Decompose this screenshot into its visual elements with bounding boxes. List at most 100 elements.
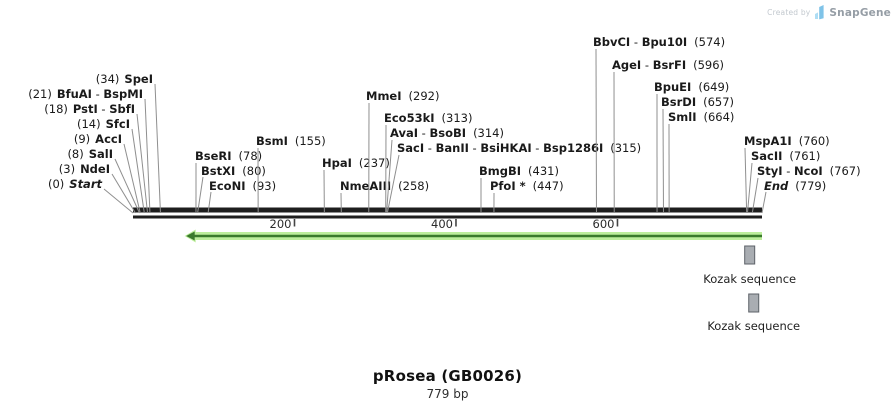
site-position: (258) xyxy=(398,179,429,193)
restriction-site-label: SacII (761) xyxy=(751,149,820,163)
sequence-bar-bottom xyxy=(133,215,762,219)
site-position: (761) xyxy=(789,149,820,163)
site-name: SbfI xyxy=(109,102,135,116)
restriction-site-label: (21)BfuAI - BspMI xyxy=(28,87,143,101)
site-position: (0) xyxy=(48,177,64,191)
title-block: pRosea (GB0026) 779 bp xyxy=(0,367,895,401)
site-leader-line xyxy=(131,128,145,214)
site-position: (314) xyxy=(473,126,504,140)
restriction-site-label: (18) PstI - SbfI xyxy=(44,102,135,116)
watermark-created-by: Created by xyxy=(767,8,811,17)
restriction-site-label: BstXI(80) xyxy=(201,164,266,178)
restriction-site-label: StyI - NcoI(767) xyxy=(757,164,861,178)
restriction-site-label: NmeAIII (258) xyxy=(340,179,429,193)
restriction-site-label: (9)AccI xyxy=(74,132,122,146)
site-name: MmeI xyxy=(366,89,402,103)
restriction-site-label: AvaI - BsoBI(314) xyxy=(390,126,504,140)
site-name: MspA1I xyxy=(744,134,792,148)
site-name: BsoBI xyxy=(430,126,467,140)
site-position: (93) xyxy=(252,179,276,193)
watermark-brand: SnapGene xyxy=(829,6,891,19)
site-name: BspMI xyxy=(103,87,143,101)
site-position: - xyxy=(92,87,103,101)
site-position: (3) xyxy=(59,162,75,176)
site-position: (315) xyxy=(610,141,641,155)
ruler-tick-label: 200 xyxy=(270,217,292,231)
site-leader-line xyxy=(154,83,161,214)
restriction-site-label: PfoI * (447) xyxy=(490,179,564,193)
site-name: AvaI xyxy=(390,126,418,140)
site-position: (80) xyxy=(242,164,266,178)
site-name: BmgBI xyxy=(479,164,521,178)
feature-arrow-head-inner xyxy=(186,231,195,241)
restriction-site-label: EcoNI(93) xyxy=(209,179,276,193)
site-name: BsrFI xyxy=(653,58,686,72)
restriction-site-label: BsrDI(657) xyxy=(661,95,734,109)
site-name: SfcI xyxy=(106,117,130,131)
site-name: PfoI * xyxy=(490,179,526,193)
site-position: (313) xyxy=(442,111,473,125)
site-name: BpuEI xyxy=(654,80,691,94)
site-position: (8) xyxy=(67,147,83,161)
site-position: (596) xyxy=(693,58,724,72)
site-position: (18) xyxy=(44,102,68,116)
site-name: Bsp1286I xyxy=(543,141,603,155)
site-position: (14) xyxy=(77,117,101,131)
site-leader-line xyxy=(746,162,753,214)
ruler-tick-label: 400 xyxy=(431,217,453,231)
site-leader-line xyxy=(744,147,748,214)
site-leader-line xyxy=(111,173,136,214)
restriction-site-label: SacI - BanII - BsiHKAI - Bsp1286I(315) xyxy=(397,141,641,155)
site-name: Eco53kI xyxy=(384,111,435,125)
site-leader-line xyxy=(386,154,400,214)
site-position: (779) xyxy=(795,179,826,193)
site-name: End xyxy=(764,179,789,193)
site-leader-line xyxy=(103,188,134,214)
site-position: - xyxy=(641,58,652,72)
site-position: (760) xyxy=(799,134,830,148)
watermark: Created by SnapGene xyxy=(767,5,891,20)
restriction-site-label: (34)SpeI xyxy=(96,72,153,86)
site-name: SacII xyxy=(751,149,782,163)
site-position: (574) xyxy=(694,35,725,49)
site-name: NmeAIII xyxy=(340,179,391,193)
feature-label: Kozak sequence xyxy=(703,272,796,286)
site-name: Bpu10I xyxy=(642,35,687,49)
restriction-site-label: BpuEI (649) xyxy=(654,80,729,94)
site-position: (34) xyxy=(96,72,120,86)
site-name: BseRI xyxy=(195,149,232,163)
site-position: (21) xyxy=(28,87,52,101)
site-position: (155) xyxy=(295,134,326,148)
site-position: (237) xyxy=(359,156,390,170)
site-position: (292) xyxy=(409,89,440,103)
site-position: - xyxy=(532,141,543,155)
site-position: - xyxy=(98,102,109,116)
site-leader-line xyxy=(136,113,149,214)
feature-box xyxy=(748,293,760,313)
restriction-site-label: SmlI(664) xyxy=(668,110,734,124)
site-leader-line xyxy=(123,143,141,214)
feature-box xyxy=(744,245,756,265)
site-leader-line xyxy=(386,139,393,214)
site-position: (9) xyxy=(74,132,90,146)
site-name: BsrDI xyxy=(661,95,696,109)
site-name: PstI xyxy=(73,102,98,116)
site-position: (431) xyxy=(528,164,559,178)
site-position: (649) xyxy=(698,80,729,94)
site-name: NdeI xyxy=(80,162,110,176)
restriction-site-label: BbvCI - Bpu10I(574) xyxy=(593,35,725,49)
site-name: BbvCI xyxy=(593,35,630,49)
restriction-site-label: MmeI (292) xyxy=(366,89,439,103)
restriction-site-label: BsmI(155) xyxy=(256,134,326,148)
site-name: SalI xyxy=(89,147,113,161)
restriction-site-label: BmgBI (431) xyxy=(479,164,559,178)
restriction-site-label: (14) SfcI xyxy=(77,117,130,131)
restriction-site-label: End (779) xyxy=(764,179,826,193)
restriction-site-label: MspA1I (760) xyxy=(744,134,830,148)
site-name: BsiHKAI xyxy=(480,141,531,155)
site-position: (447) xyxy=(533,179,564,193)
site-position: (664) xyxy=(704,110,735,124)
restriction-site-label: HpaI(237) xyxy=(322,156,390,170)
